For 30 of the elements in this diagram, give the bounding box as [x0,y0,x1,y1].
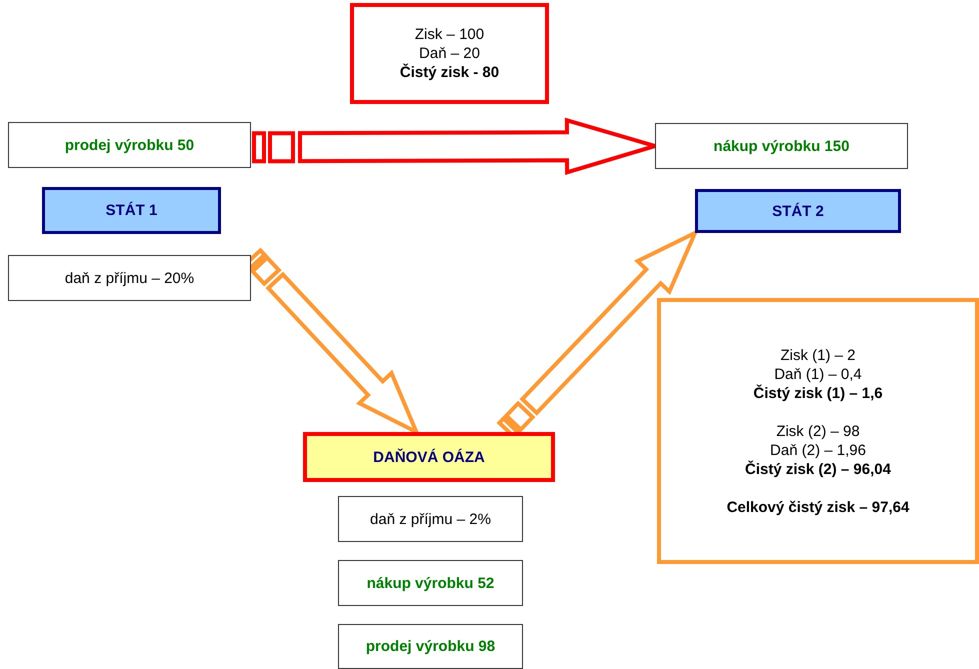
state-box [695,189,901,233]
box-text: Čistý zisk (2) – 96,04 [745,460,891,478]
box-text: Zisk (2) – 98 [776,422,860,440]
box-text: Čistý zisk - 80 [400,63,500,82]
tax-box [8,255,251,301]
box-text: daň z příjmu – 20% [64,268,194,288]
box-text: STÁT 1 [106,201,158,220]
box-text: DAŇOVÁ OÁZA [373,448,485,466]
box-text: nákup výrobku 150 [714,136,850,156]
summary-box [350,3,549,104]
state-box [42,187,221,234]
box-text: Zisk (1) – 2 [780,346,856,364]
box-text: Daň (1) – 0,4 [774,364,862,384]
box-text: STÁT 2 [772,202,824,220]
box-text: prodej výrobku 50 [64,136,194,154]
box-text: nákup výrobku 52 [366,574,494,592]
trade-box [338,560,523,606]
box-text: daň z příjmu – 2% [370,510,491,528]
trade-box [338,624,523,669]
trade-box [655,123,908,169]
tax-haven-box [303,432,555,482]
box-text: prodej výrobku 98 [366,637,496,656]
trade-box [8,122,251,168]
box-text: Celkový čistý zisk – 97,64 [726,498,910,516]
box-text: Daň – 20 [419,44,480,63]
box-text: Čistý zisk (1) – 1,6 [753,384,883,402]
tax-box [338,496,523,542]
box-text: Daň (2) – 1,96 [770,440,866,460]
summary-box [657,298,979,564]
box-text: Zisk – 100 [414,25,484,44]
